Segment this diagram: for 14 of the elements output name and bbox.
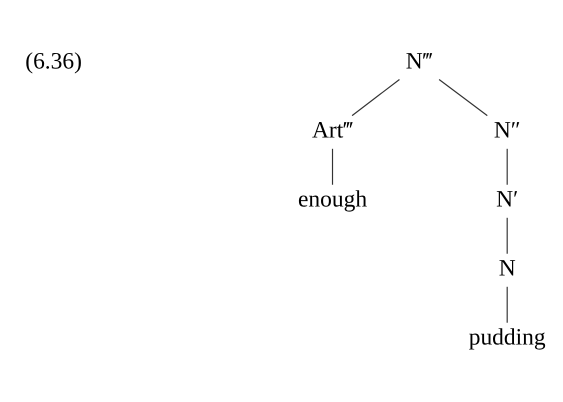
connector [506,148,508,185]
node-text: pudding [468,324,546,351]
label: (6.36) [25,48,82,75]
node-text: N′ [496,186,518,213]
node-text: Art‴ [312,118,354,144]
node-text: N″ [494,118,521,144]
connector [332,148,334,185]
node-text: enough [298,186,368,213]
connector [438,79,488,116]
node-text: N [498,256,516,282]
connector [506,286,508,323]
connector [506,218,508,254]
connector [352,79,400,116]
node-text: N‴ [406,48,432,75]
